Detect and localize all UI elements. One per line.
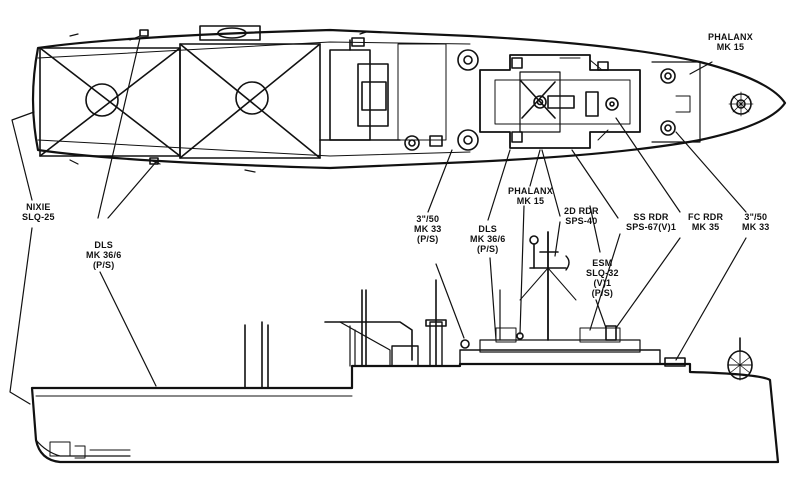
label-esm: ESM SLQ-32 (V)1 (P/S) xyxy=(586,258,619,298)
label-line: MK 33 xyxy=(414,224,442,234)
label-line: FC RDR xyxy=(688,212,724,222)
label-line: NIXIE xyxy=(26,202,51,212)
label-line: SPS-67(V)1 xyxy=(626,222,677,232)
label-line: MK 33 xyxy=(742,222,770,232)
label-line: PHALANX xyxy=(508,186,553,196)
label-line: (P/S) xyxy=(92,260,115,270)
label-phalanx-mid: PHALANX MK 15 xyxy=(508,186,553,206)
label-nixie: NIXIE SLQ-25 xyxy=(22,202,55,222)
plan-view xyxy=(31,25,787,173)
label-line: 3"/50 xyxy=(416,214,440,224)
label-line: (P/S) xyxy=(417,234,439,244)
label-line: (V)1 xyxy=(593,278,612,288)
label-line: MK 15 xyxy=(716,42,745,52)
label-radar-ss: SS RDR SPS-67(V)1 xyxy=(626,212,676,232)
label-radar-2d: 2D RDR SPS-40 xyxy=(564,206,599,226)
label-line: MK 36/6 xyxy=(86,250,122,260)
label-line: 2D RDR xyxy=(564,206,599,216)
label-line: (P/S) xyxy=(591,288,614,298)
label-line: SLQ-32 xyxy=(586,268,619,278)
label-radar-fc: FC RDR MK 35 xyxy=(688,212,723,232)
profile-view xyxy=(30,231,780,464)
label-line: (P/S) xyxy=(476,244,499,254)
label-gun-fwd: 3"/50 MK 33 (P/S) xyxy=(414,214,442,244)
leader-lines xyxy=(9,37,747,405)
label-gun-aft: 3"/50 MK 33 xyxy=(742,212,770,232)
label-line: ESM xyxy=(592,258,613,268)
label-dls-left: DLS MK 36/6 (P/S) xyxy=(86,240,121,270)
label-phalanx-top: PHALANX MK 15 xyxy=(708,32,753,52)
label-line: SLQ-25 xyxy=(22,212,55,222)
label-line: SPS-40 xyxy=(565,216,598,226)
label-line: DLS xyxy=(478,224,498,234)
label-line: MK 15 xyxy=(516,196,545,206)
label-line: MK 36/6 xyxy=(470,234,506,244)
label-line: DLS xyxy=(94,240,114,250)
label-line: PHALANX xyxy=(708,32,753,42)
label-dls-center: DLS MK 36/6 (P/S) xyxy=(470,224,505,254)
label-line: MK 35 xyxy=(691,222,720,232)
label-line: SS RDR xyxy=(633,212,669,222)
label-line: 3"/50 xyxy=(744,212,768,222)
